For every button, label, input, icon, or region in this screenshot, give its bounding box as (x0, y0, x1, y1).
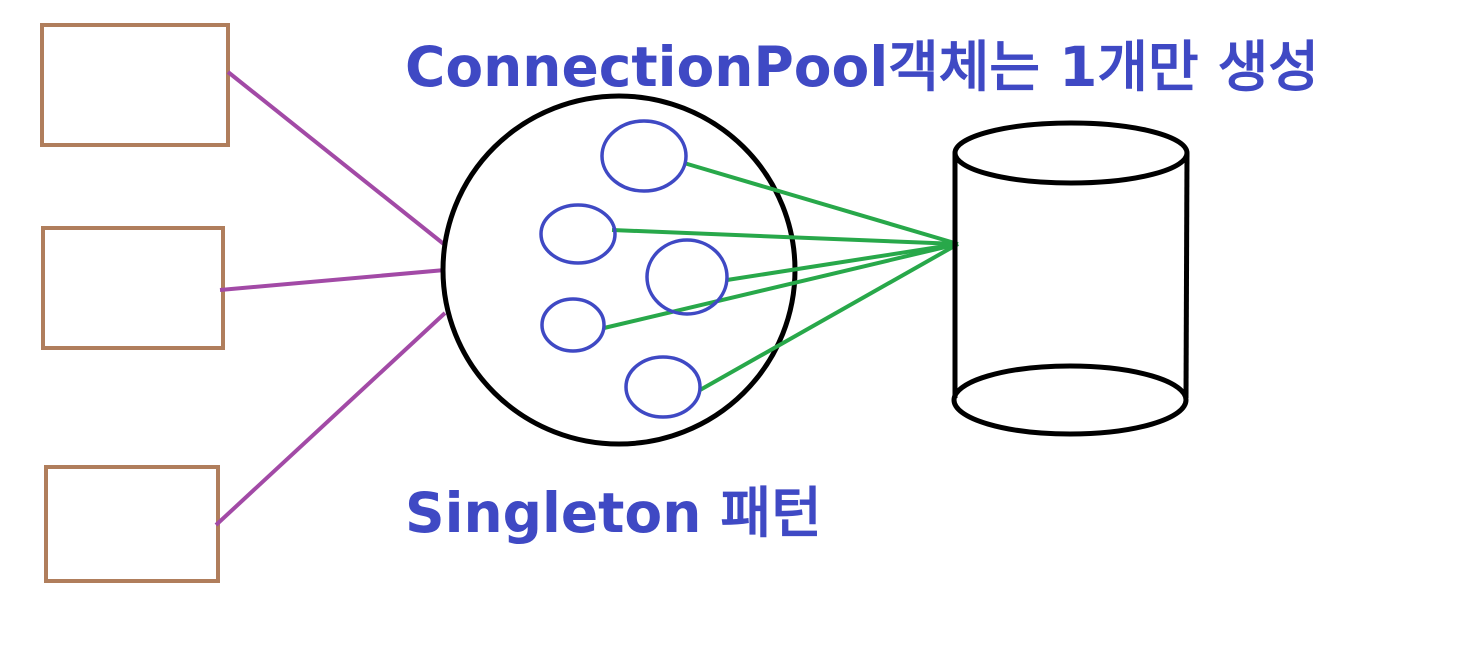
connection-pool-circle-icon (440, 93, 798, 447)
connection-object-2 (539, 203, 617, 265)
connection-link-2 (611, 228, 959, 246)
client-line-1 (226, 70, 447, 247)
connection-link-1 (683, 161, 959, 246)
diagram-title: ConnectionPool객체는 1개만 생성 (405, 35, 1319, 99)
database-bottom (951, 363, 1189, 437)
client-line-3 (214, 311, 447, 527)
connections (539, 119, 729, 419)
connection-object-4 (540, 297, 606, 353)
client-line-2 (219, 268, 446, 292)
client-box-1 (40, 23, 230, 147)
connection-object-1 (600, 119, 688, 193)
client-box-2 (41, 226, 225, 350)
client-lines (214, 70, 447, 527)
database-top (952, 120, 1190, 186)
connection-link-3 (726, 242, 959, 282)
database-right-side (1183, 152, 1190, 399)
connection-object-5 (624, 355, 702, 419)
connection-object-3 (645, 238, 729, 316)
client-boxes (40, 23, 230, 583)
connection-links (603, 161, 959, 392)
connection-link-4 (603, 242, 959, 330)
connection-link-5 (699, 242, 959, 392)
diagram-subtitle: Singleton 패턴 (405, 481, 822, 545)
database-cylinder-icon (951, 120, 1190, 437)
client-box-3 (44, 465, 220, 583)
